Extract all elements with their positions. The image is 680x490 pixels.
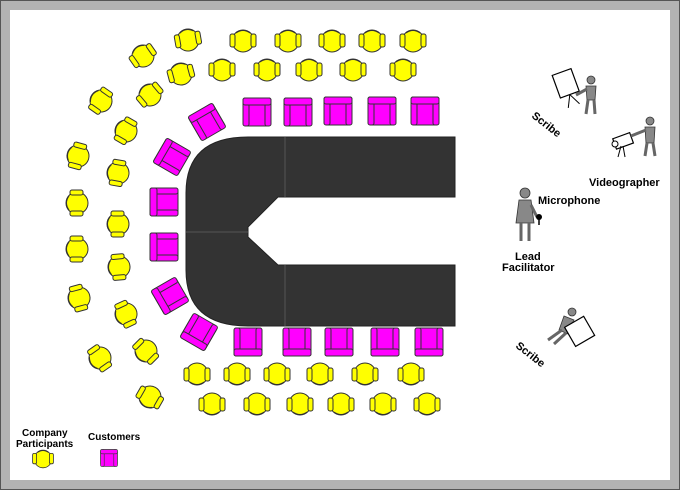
- company-chair: [83, 340, 117, 376]
- company-chair: [389, 58, 417, 82]
- company-chair: [399, 29, 427, 53]
- company-chair: [132, 380, 168, 414]
- lead-facilitator-label-line2: Facilitator: [502, 262, 555, 274]
- videographer-label: Videographer: [589, 177, 660, 189]
- round-chair-icon: [32, 449, 54, 469]
- customer-chair: [187, 102, 227, 142]
- company-chair: [369, 392, 397, 416]
- customer-chair: [370, 327, 400, 357]
- company-chair: [65, 235, 89, 263]
- company-chair: [165, 59, 197, 89]
- customer-chair: [282, 327, 312, 357]
- company-chair: [327, 392, 355, 416]
- customer-chair: [233, 327, 263, 357]
- customer-chair: [283, 97, 313, 127]
- legend-customers-label: Customers: [88, 432, 141, 443]
- company-chair: [104, 157, 132, 189]
- company-chair: [274, 29, 302, 53]
- company-chair: [351, 362, 379, 386]
- company-chair: [65, 189, 89, 217]
- legend-company-label-line1: Company: [22, 428, 68, 439]
- company-chair: [198, 392, 226, 416]
- company-chair: [84, 83, 118, 119]
- lead-facilitator-label-line1: Lead: [515, 251, 541, 263]
- customer-chair: [323, 96, 353, 126]
- company-chair: [128, 333, 164, 369]
- company-chair: [109, 113, 143, 149]
- customer-chair: [152, 137, 192, 177]
- customer-chair: [242, 97, 272, 127]
- company-chair: [106, 252, 132, 282]
- customer-chair: [367, 96, 397, 126]
- company-chair: [183, 362, 211, 386]
- company-chair: [339, 58, 367, 82]
- company-chair: [63, 140, 93, 172]
- company-chair: [110, 297, 142, 331]
- person-with-microphone-icon: [515, 187, 542, 241]
- customer-chair: [150, 276, 190, 316]
- company-chair: [125, 39, 161, 73]
- company-chair: [243, 392, 271, 416]
- person-at-easel-icon: [551, 67, 597, 115]
- company-chair: [413, 392, 441, 416]
- company-chair: [318, 29, 346, 53]
- person-with-video-camera-icon: [611, 116, 657, 158]
- company-chair: [253, 58, 281, 82]
- customer-chair: [149, 187, 179, 217]
- customer-chair: [149, 232, 179, 262]
- company-chair: [263, 362, 291, 386]
- scribe-top-label: Scribe: [529, 110, 563, 140]
- company-chair: [172, 26, 204, 54]
- company-chair: [286, 392, 314, 416]
- legend: Company Participants Customers: [16, 428, 141, 469]
- company-chair: [208, 58, 236, 82]
- square-chair-icon: [100, 449, 118, 467]
- microphone-label: Microphone: [538, 195, 600, 207]
- customer-chair: [410, 96, 440, 126]
- company-chair: [397, 362, 425, 386]
- company-chair: [132, 77, 168, 113]
- table-seams: [186, 137, 286, 326]
- company-chair: [295, 58, 323, 82]
- company-chair: [64, 282, 94, 314]
- company-chair: [306, 362, 334, 386]
- customer-chair: [324, 327, 354, 357]
- legend-company-label-line2: Participants: [16, 439, 74, 450]
- person-at-easel-icon: [547, 307, 596, 348]
- company-chair: [223, 362, 251, 386]
- conference-table: [185, 136, 456, 327]
- customer-chair: [414, 327, 444, 357]
- company-chair: [229, 29, 257, 53]
- company-chair: [358, 29, 386, 53]
- company-chair: [106, 210, 130, 238]
- scribe-bottom-label: Scribe: [513, 340, 547, 370]
